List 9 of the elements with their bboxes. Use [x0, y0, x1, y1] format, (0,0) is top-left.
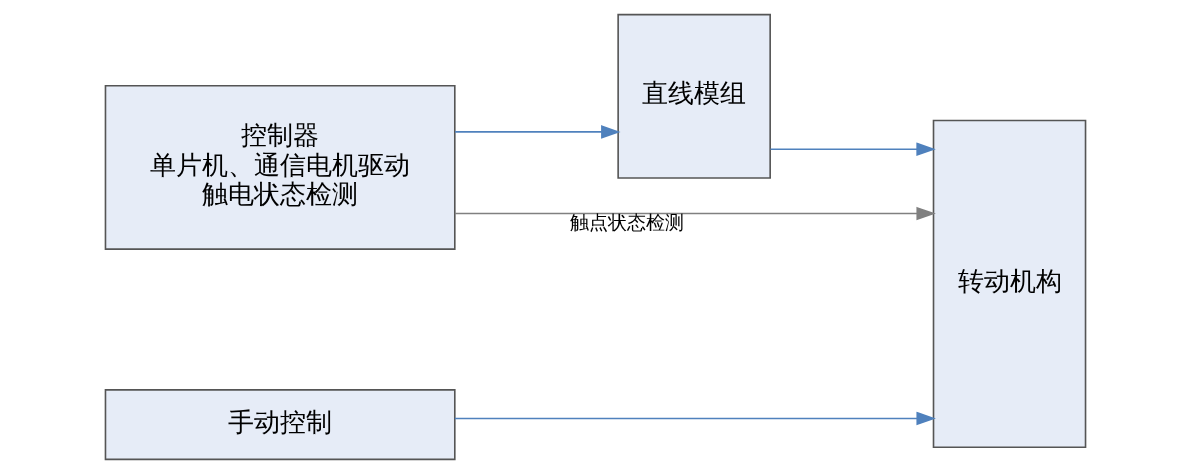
arrow — [453, 125, 621, 139]
edge-label: 触点状态检测 — [569, 211, 684, 235]
node-box: 转动机构 — [932, 119, 1086, 449]
arrow — [769, 142, 936, 157]
node-box: 控制器 单片机、通信电机驱动 触电状态检测 — [104, 85, 456, 250]
node-box: 直线模组 — [616, 13, 771, 179]
arrow — [453, 206, 936, 221]
arrow — [453, 411, 936, 426]
node-box: 手动控制 — [104, 389, 456, 461]
